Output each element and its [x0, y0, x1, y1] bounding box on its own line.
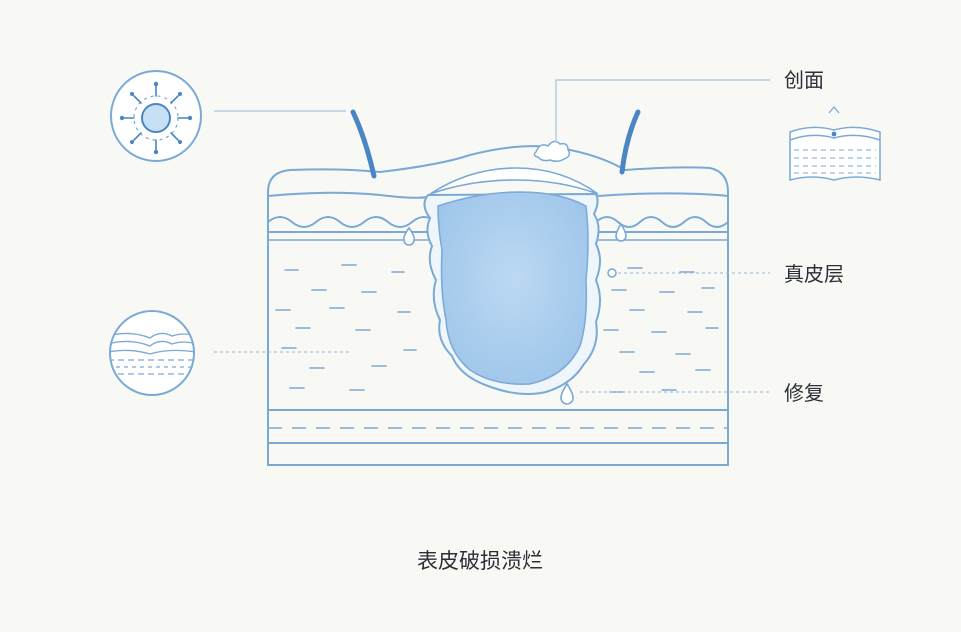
droplet-bottom [560, 382, 574, 405]
diagram-caption: 表皮破损溃烂 [417, 549, 543, 573]
dermis-texture [275, 264, 719, 393]
inset-cell [110, 70, 202, 162]
label-repair: 修复 [784, 381, 824, 405]
surface-scab [533, 140, 571, 163]
wound-crater [423, 167, 601, 395]
hair-right [619, 109, 641, 175]
epidermis-line [267, 191, 433, 199]
leader-lines [214, 79, 770, 393]
droplet-right [615, 222, 627, 242]
cell-core [141, 103, 171, 133]
wound-fill [437, 191, 589, 385]
skin-outline [267, 145, 729, 466]
wavy-junction-right [595, 216, 729, 228]
label-dermis: 真皮层 [784, 262, 844, 286]
label-wound-surface: 创面 [784, 68, 824, 92]
leader-wound [555, 79, 770, 142]
wound-crust [429, 167, 599, 195]
hair-left [350, 109, 377, 179]
skin-sample-inset [789, 105, 881, 181]
leader-dermis-dot [607, 268, 617, 278]
inset-skin-layers [109, 310, 195, 396]
skin-block [267, 145, 729, 466]
droplet-left [403, 226, 415, 246]
